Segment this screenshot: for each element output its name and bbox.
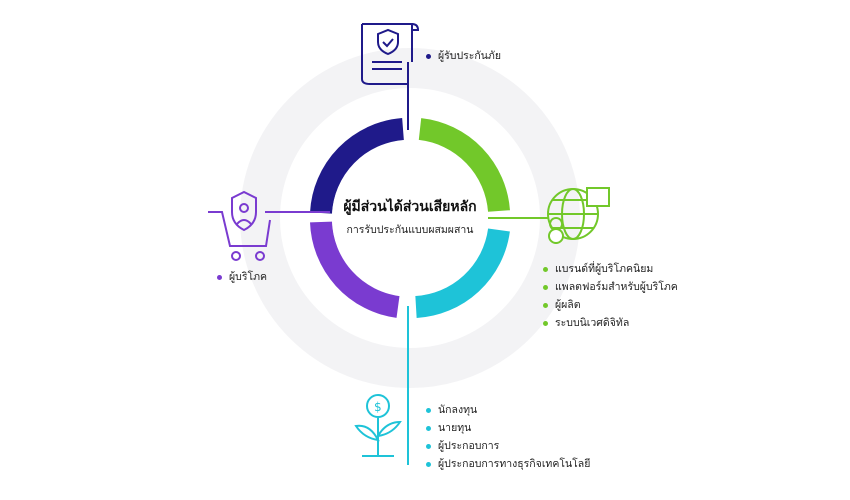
list-item: ผู้ประกอบการทางธุรกิจเทคโนโลยี [426, 455, 590, 473]
list-item: ผู้ประกอบการ [426, 437, 590, 455]
item-label: ผู้ผลิต [555, 299, 581, 311]
insurance-document-icon [361, 23, 420, 85]
globe-delivery-icon [547, 187, 610, 244]
center-title: ผู้มีส่วนได้ส่วนเสียหลัก [343, 199, 477, 215]
consumers-list: ผู้บริโภค [217, 268, 267, 286]
item-label: ผู้ประกอบการทางธุรกิจเทคโนโลยี [438, 458, 591, 470]
item-label: นักลงทุน [438, 404, 478, 416]
brands-list: แบรนด์ที่ผู้บริโภคนิยม แพลตฟอร์มสำหรับผู… [543, 260, 678, 332]
money-plant-icon: $ [354, 394, 402, 457]
list-item: นายทุน [426, 419, 590, 437]
list-item: แบรนด์ที่ผู้บริโภคนิยม [543, 260, 678, 278]
background-ring [240, 48, 580, 388]
item-label: นายทุน [438, 422, 472, 434]
investors-list: นักลงทุน นายทุน ผู้ประกอบการ ผู้ประกอบกา… [426, 401, 590, 473]
list-item: แพลตฟอร์มสำหรับผู้บริโภค [543, 278, 678, 296]
list-item: ผู้ผลิต [543, 296, 678, 314]
arc-insurer [310, 118, 405, 214]
insurer-list: ผู้รับประกันภัย [426, 47, 501, 65]
arc-consumers [310, 221, 400, 318]
list-item: นักลงทุน [426, 401, 590, 419]
center-label: ผู้มีส่วนได้ส่วนเสียหลัก การรับประกันแบบ… [330, 196, 490, 238]
arc-brands [418, 118, 510, 213]
item-label: ผู้รับประกันภัย [438, 50, 502, 62]
item-label: ระบบนิเวศดิจิทัล [555, 317, 630, 329]
shopping-cart-user-icon [208, 190, 271, 261]
list-item: ผู้บริโภค [217, 268, 267, 286]
item-label: แบรนด์ที่ผู้บริโภคนิยม [555, 263, 654, 275]
list-item: ระบบนิเวศดิจิทัล [543, 314, 678, 332]
center-circle [332, 140, 488, 296]
arc-investors [414, 228, 510, 318]
item-label: ผู้ประกอบการ [438, 440, 500, 452]
item-label: แพลตฟอร์มสำหรับผู้บริโภค [555, 281, 678, 293]
item-label: ผู้บริโภค [229, 271, 268, 283]
svg-text:$: $ [374, 400, 382, 414]
list-item: ผู้รับประกันภัย [426, 47, 501, 65]
center-subtitle: การรับประกันแบบผสมผสาน [346, 224, 474, 236]
